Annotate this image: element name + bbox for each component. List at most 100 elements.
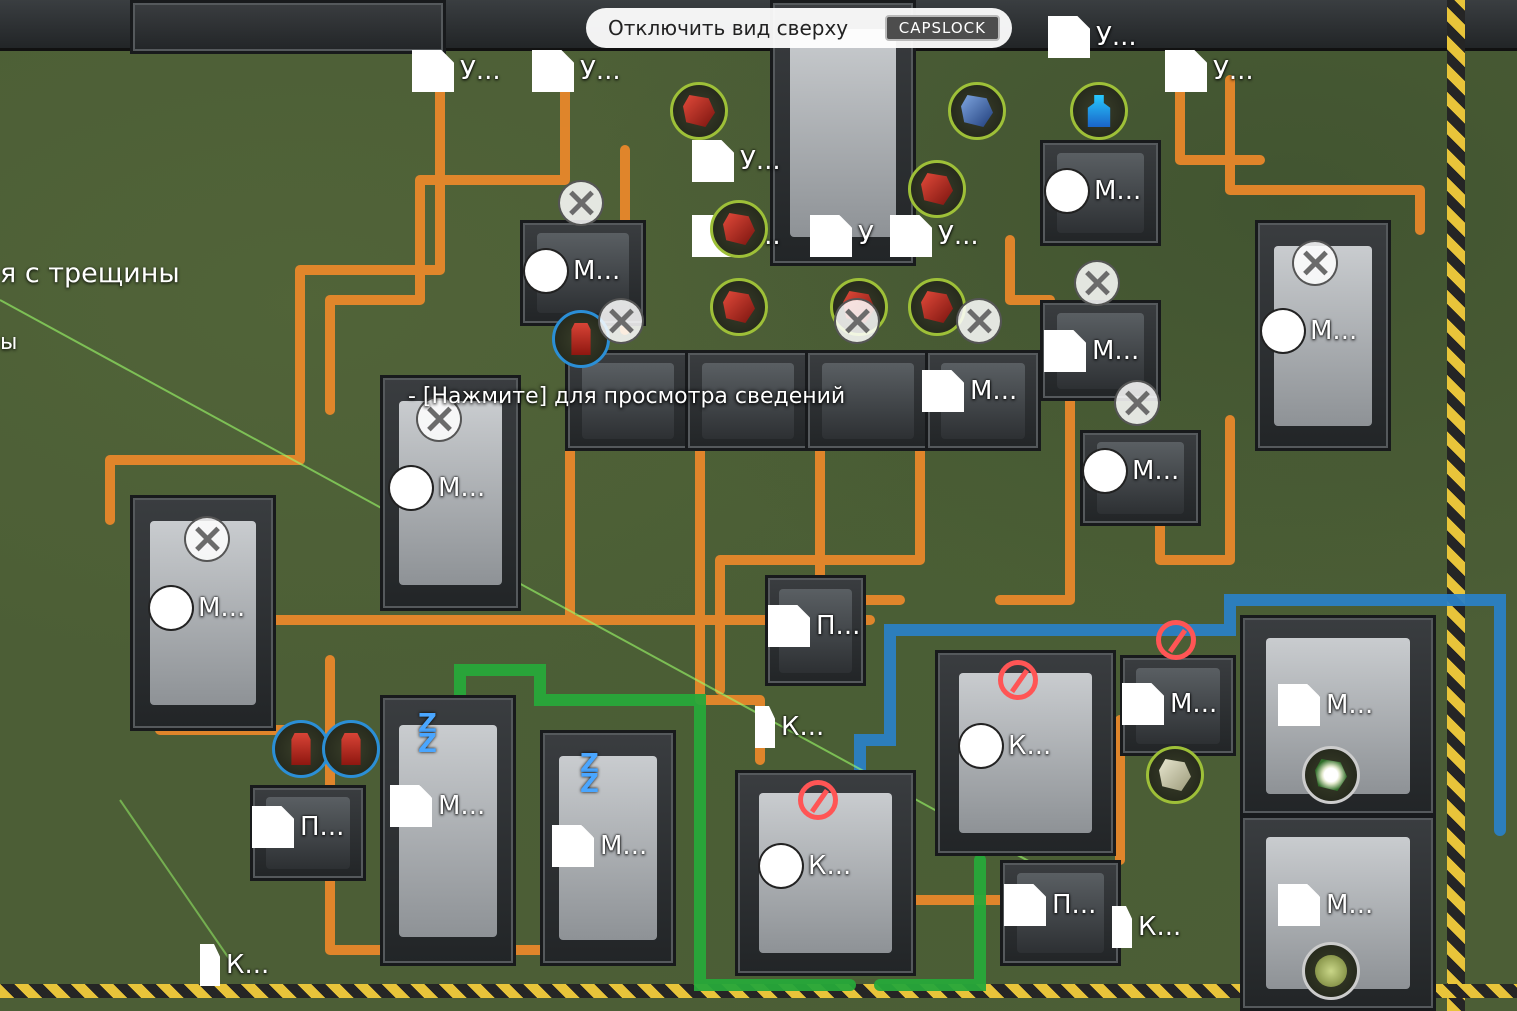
belt xyxy=(105,75,445,525)
pylon-icon xyxy=(1112,906,1132,948)
building-label[interactable]: М... xyxy=(1278,684,1373,726)
no-output-icon xyxy=(836,300,878,342)
no-output-icon xyxy=(560,182,602,224)
building-label[interactable]: У... xyxy=(1048,16,1137,58)
bottle-resource-icon xyxy=(1070,82,1128,140)
building-label[interactable]: М... xyxy=(1046,170,1141,212)
ore-resource-icon xyxy=(908,278,966,336)
hazard-border-right xyxy=(1447,0,1465,1011)
intake-icon xyxy=(412,50,454,92)
building-label[interactable]: М... xyxy=(1262,310,1357,352)
ore-resource-icon xyxy=(670,82,728,140)
building-label[interactable]: П... xyxy=(1004,884,1096,926)
storage-icon xyxy=(252,806,294,848)
building-label[interactable]: У... xyxy=(692,140,781,182)
intake-icon xyxy=(1048,16,1090,58)
storage-icon xyxy=(1004,884,1046,926)
pylon-icon xyxy=(755,706,775,748)
building-label[interactable]: М... xyxy=(552,825,647,867)
crystal-resource-icon xyxy=(948,82,1006,140)
building-label[interactable]: М... xyxy=(1122,683,1217,725)
laser-beam xyxy=(119,799,231,961)
belt xyxy=(695,435,765,765)
planter-icon xyxy=(1278,684,1320,726)
refinery-icon xyxy=(390,467,432,509)
building-label[interactable]: М... xyxy=(390,467,485,509)
storage-icon xyxy=(768,605,810,647)
top-view-toggle-label: Отключить вид сверху xyxy=(608,16,849,40)
belt xyxy=(715,435,925,695)
machine-building[interactable] xyxy=(1080,430,1201,526)
building-label[interactable]: М... xyxy=(390,785,485,827)
refinery-icon xyxy=(1262,310,1304,352)
no-output-icon xyxy=(1294,242,1336,284)
ore-resource-icon xyxy=(710,278,768,336)
reactor-icon xyxy=(960,725,1002,767)
shaper-icon xyxy=(1046,170,1088,212)
belt xyxy=(1155,415,1235,565)
capslock-key-hint: CAPSLOCK xyxy=(884,15,1000,41)
packer-icon xyxy=(922,370,964,412)
building-label[interactable]: М... xyxy=(922,370,1017,412)
machine-building[interactable] xyxy=(380,695,516,966)
no-power-icon xyxy=(798,780,838,820)
ore-resource-icon xyxy=(710,200,768,258)
building-label[interactable]: У xyxy=(810,215,874,257)
machine-building[interactable] xyxy=(805,350,931,451)
reactor-icon xyxy=(760,845,802,887)
building-label[interactable]: К... xyxy=(200,944,269,986)
seed-resource-icon xyxy=(1302,942,1360,1000)
intake-icon xyxy=(1165,50,1207,92)
pylon-icon xyxy=(200,944,220,986)
no-output-icon xyxy=(1116,382,1158,424)
building-label[interactable]: К... xyxy=(1112,906,1181,948)
crusher-icon xyxy=(525,250,567,292)
liquid-pipe xyxy=(874,854,986,991)
no-output-icon xyxy=(958,300,1000,342)
building-label[interactable]: М... xyxy=(525,250,620,292)
filler-icon xyxy=(390,785,432,827)
info-panel-subtitle: ы xyxy=(0,330,18,355)
filler-icon xyxy=(552,825,594,867)
click-hint: - [Нажмите] для просмотра сведений xyxy=(408,384,846,409)
machine-building[interactable] xyxy=(1255,220,1391,451)
ore-resource-icon xyxy=(908,160,966,218)
no-output-icon xyxy=(186,518,228,560)
building-label[interactable]: М... xyxy=(1044,330,1139,372)
no-power-icon xyxy=(1156,620,1196,660)
building-label[interactable]: У... xyxy=(532,50,621,92)
intake-building[interactable] xyxy=(130,0,446,54)
no-output-icon xyxy=(1076,262,1118,304)
mineral-resource-icon xyxy=(1146,746,1204,804)
no-output-icon xyxy=(418,398,460,440)
building-label[interactable]: У... xyxy=(1165,50,1254,92)
building-label[interactable]: К... xyxy=(760,845,851,887)
building-label[interactable]: К... xyxy=(960,725,1051,767)
packer-icon xyxy=(1044,330,1086,372)
building-label[interactable]: П... xyxy=(252,806,344,848)
crusher-icon xyxy=(1084,450,1126,492)
belt xyxy=(1225,75,1425,235)
intake-icon xyxy=(532,50,574,92)
building-label[interactable]: М... xyxy=(1278,884,1373,926)
top-view-toggle[interactable]: Отключить вид сверху CAPSLOCK xyxy=(586,8,1012,48)
building-label[interactable]: У... xyxy=(412,50,501,92)
intake-icon xyxy=(890,215,932,257)
building-label[interactable]: М... xyxy=(1084,450,1179,492)
building-label[interactable]: У... xyxy=(890,215,979,257)
belt xyxy=(325,75,570,415)
building-label[interactable]: К... xyxy=(755,706,824,748)
seed-collector-icon xyxy=(1278,884,1320,926)
building-label[interactable]: П... xyxy=(768,605,860,647)
building-label[interactable]: М... xyxy=(150,587,245,629)
info-panel-title: я с трещины xyxy=(0,258,180,289)
belt xyxy=(1175,75,1265,165)
belt xyxy=(995,375,1075,605)
liquid-pipe xyxy=(454,664,856,991)
intake-icon xyxy=(810,215,852,257)
machine-building[interactable] xyxy=(685,350,811,451)
no-power-icon xyxy=(998,660,1038,700)
